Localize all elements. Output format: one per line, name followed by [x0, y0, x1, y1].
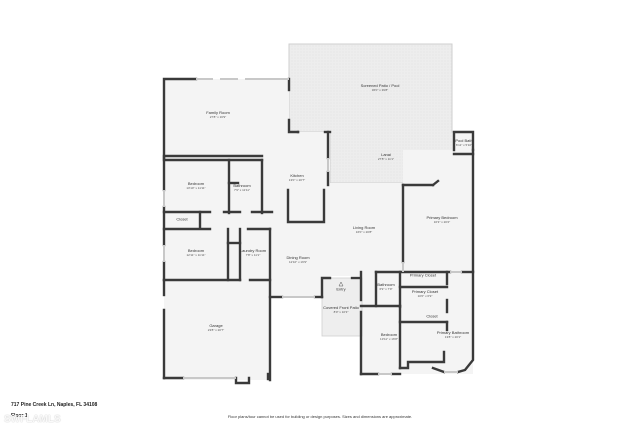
room-dimensions: 10'0" x 6'9"	[417, 293, 433, 298]
room-name: Entry	[336, 286, 346, 292]
room-name: Garage	[209, 322, 223, 328]
entry-marker-icon	[338, 281, 344, 287]
interior-floor	[164, 79, 473, 380]
room-name: Bedroom	[187, 180, 205, 186]
room-name: Living Room	[352, 224, 376, 230]
room-name: Kitchen	[290, 172, 304, 178]
room-dimensions: 13'0" x 20'7"	[288, 177, 306, 182]
room-label: Closet	[176, 216, 188, 223]
walls	[162, 77, 475, 385]
mls-watermark-logo: SWFLAMLS	[4, 414, 61, 425]
room-label: Primary Closet	[409, 272, 437, 279]
room-name: Bathroom	[233, 182, 251, 188]
room-name: Laundry Room	[239, 247, 267, 253]
room-name: Lanai	[381, 151, 391, 157]
room-name: Primary Closet	[409, 272, 437, 278]
room-label: Entry	[336, 286, 346, 293]
room-dimensions: 13'8" x 20'1"	[444, 334, 462, 339]
room-dimensions: 12'11" x 11'11"	[186, 252, 206, 257]
room-name: Closet	[176, 216, 188, 222]
room-name: Family Room	[206, 109, 230, 115]
room-dimensions: 7'9" x 11'11"	[233, 187, 250, 192]
room-dimensions: 16'0" x 20'8"	[355, 229, 373, 234]
room-dimensions: 36'0" x 39'8"	[371, 87, 389, 92]
room-dimensions: 12'10" x 16'9"	[288, 259, 308, 264]
windows	[163, 78, 462, 379]
room-name: Covered Front Patio	[323, 304, 359, 310]
room-name: Closet	[426, 313, 438, 319]
room-dimensions: 6'9" x 7'9"	[379, 286, 393, 291]
room-name: Dining Room	[286, 254, 310, 260]
room-dimensions: 13'11" x 16'8"	[380, 336, 398, 341]
room-name: Bathroom	[377, 281, 395, 287]
room-dimensions: 27'8" x 16'9"	[209, 114, 227, 119]
room-dimensions: 16'3" x 20'2"	[433, 219, 451, 224]
room-dimensions: 6'11" x 5'10"	[455, 142, 473, 147]
room-dimensions: 27'8" x 11'1"	[377, 156, 395, 161]
room-dimensions: 8'0" x 10'3"	[333, 309, 349, 314]
room-dimensions: 7'8" x 11'1"	[245, 252, 261, 257]
room-dimensions: 13'10" x 11'11"	[186, 185, 206, 190]
property-address: 717 Pine Creek Ln, Naples, FL 34108	[11, 402, 98, 408]
disclaimer-text: Floor plans/tour cannot be used for buil…	[227, 414, 413, 419]
room-name: Pool Bath	[455, 137, 473, 143]
room-name: Primary Bedroom	[426, 214, 458, 220]
floor-label: Floor 1	[11, 413, 28, 419]
room-name: Primary Closet	[411, 288, 439, 294]
room-name: Primary Bathroom	[436, 329, 470, 335]
room-dimensions: 23'8" x 20'7"	[207, 327, 225, 332]
room-name: Bedroom	[187, 247, 205, 253]
room-name: Screened Patio / Pool	[360, 82, 400, 88]
room-label: Closet	[426, 313, 438, 320]
room-name: Bedroom	[380, 331, 398, 337]
